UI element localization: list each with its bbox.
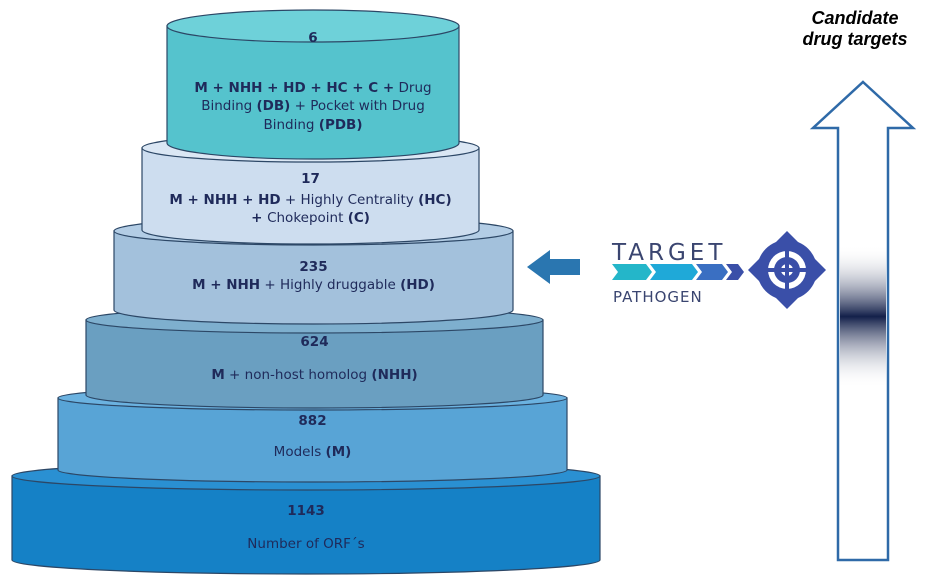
tier-count: 235 (299, 259, 327, 275)
tier-body (166, 25, 460, 160)
logo-word-target: TARGET (611, 240, 726, 266)
selection-gradient-band (840, 245, 886, 388)
tier-body (11, 475, 601, 575)
logo-chevron-1 (612, 264, 652, 280)
tier-label-line: Binding (PDB) (263, 117, 362, 133)
tier-count: 624 (300, 334, 328, 350)
tier-label-line: M + NHH + HD + Highly Centrality (HC) (169, 192, 451, 208)
tier-label-line: + Chokepoint (C) (251, 210, 370, 226)
candidate-direction-arrow (809, 80, 917, 562)
crosshair-icon (748, 231, 826, 309)
tier-label-line: Number of ORF´s (247, 536, 364, 552)
tier-count: 17 (301, 171, 320, 187)
tier-top (166, 9, 460, 43)
pointer-arrow-icon (527, 250, 580, 284)
logo-chevron-2 (650, 264, 698, 280)
tier-label-line: M + non-host homolog (NHH) (211, 367, 417, 383)
tier-body (85, 319, 544, 409)
tier-count: 6 (308, 30, 317, 46)
tier-body (113, 230, 514, 325)
logo-chevron-3 (696, 264, 728, 280)
tier-body (141, 147, 480, 245)
candidate-drug-targets-label: Candidate drug targets (785, 8, 925, 50)
target-pathogen-logo: TARGET PATHOGEN (611, 231, 826, 309)
tier-count: 882 (298, 413, 326, 429)
logo-word-pathogen: PATHOGEN (613, 288, 703, 306)
logo-chevron-4 (726, 264, 744, 280)
candidate-label-line1: Candidate (811, 8, 899, 28)
tier-label-line: M + NHH + HD + HC + C + Drug (194, 80, 431, 96)
candidate-label-line2: drug targets (802, 29, 908, 49)
tier-count: 1143 (287, 503, 325, 519)
tier-label-line: M + NHH + Highly druggable (HD) (192, 277, 435, 293)
tier-label-line: Binding (DB) + Pocket with Drug (201, 98, 425, 114)
tier-body (57, 397, 568, 483)
tier-label-line: Models (M) (274, 444, 352, 460)
